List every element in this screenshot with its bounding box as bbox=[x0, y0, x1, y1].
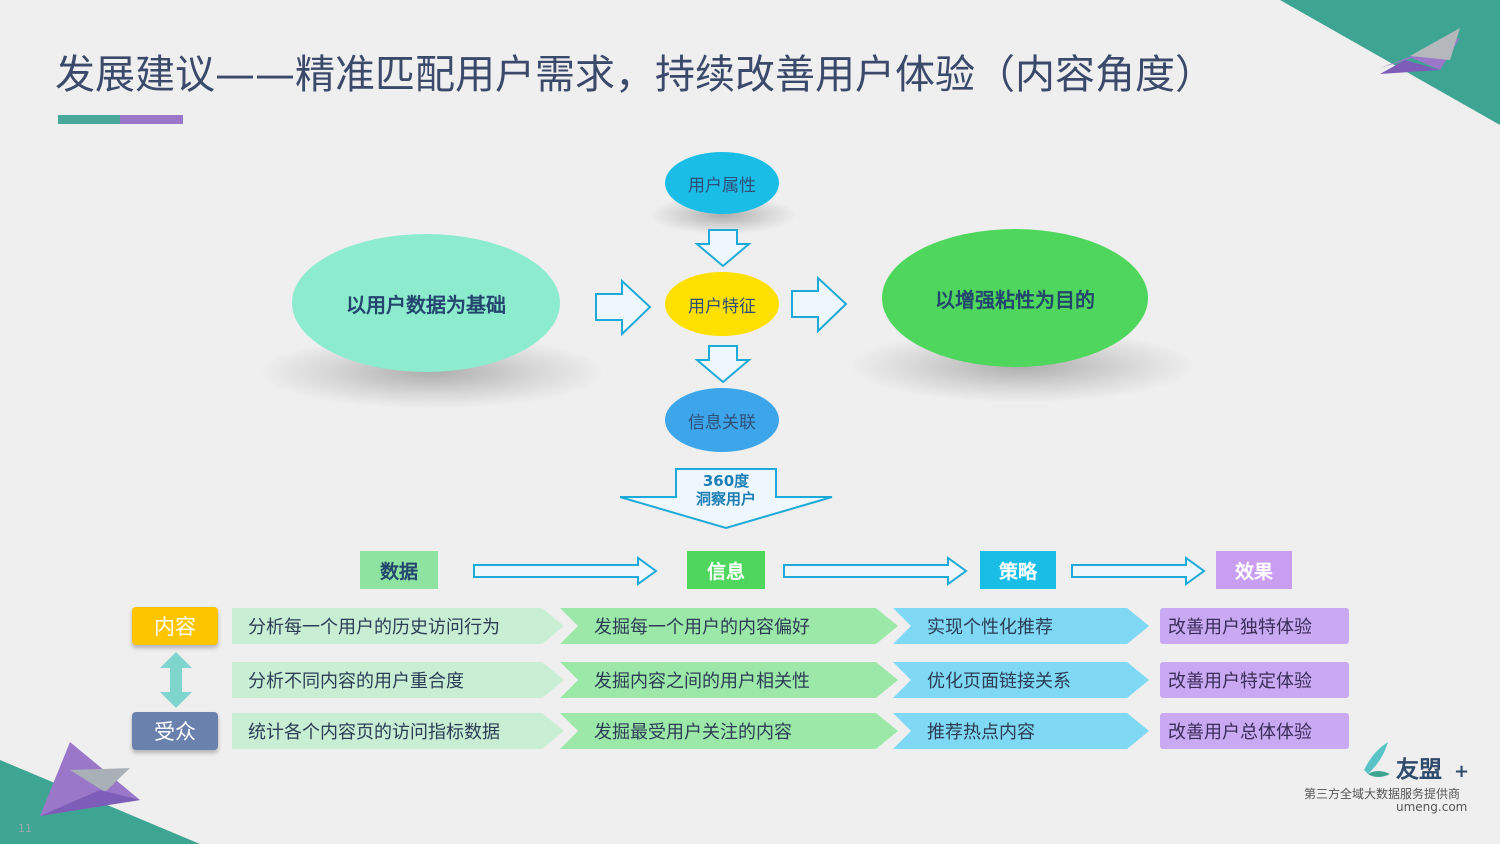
long-right-arrow-icon bbox=[1071, 556, 1206, 586]
insight-line-1: 360度 bbox=[702, 472, 750, 490]
table-cell: 改善用户独特体验 bbox=[1160, 608, 1349, 644]
user-feature-label: 用户特征 bbox=[688, 296, 756, 317]
insight-arrow-label: 360度 洞察用户 bbox=[660, 472, 792, 508]
table-cell-text: 发掘每一个用户的内容偏好 bbox=[594, 617, 810, 638]
step-effect-label: 效果 bbox=[1234, 560, 1273, 583]
page-number: 11 bbox=[18, 822, 32, 835]
step-data: 数据 bbox=[360, 551, 438, 589]
umeng-bird-logo-icon bbox=[1364, 742, 1390, 777]
umeng-plus: + bbox=[1454, 761, 1470, 782]
umeng-tagline: 第三方全域大数据服务提供商 bbox=[1304, 787, 1461, 801]
user-attribute-node: 用户属性 bbox=[665, 152, 779, 214]
info-association-label: 信息关联 bbox=[688, 412, 756, 433]
insight-line-2: 洞察用户 bbox=[695, 490, 756, 508]
table-cell-text: 分析不同内容的用户重合度 bbox=[248, 671, 464, 692]
user-data-basis-node: 以用户数据为基础 bbox=[292, 234, 560, 372]
title-accent-bar-purple bbox=[120, 115, 183, 124]
vertical-double-arrow-icon bbox=[160, 652, 192, 708]
title-accent-bar-teal bbox=[58, 115, 120, 124]
right-arrow-icon bbox=[791, 275, 848, 334]
table-cell: 优化页面链接关系 bbox=[893, 662, 1149, 698]
user-feature-node: 用户特征 bbox=[665, 272, 779, 336]
stickiness-goal-label: 以增强粘性为目的 bbox=[935, 287, 1095, 312]
table-cell-text: 改善用户独特体验 bbox=[1168, 617, 1312, 638]
umeng-logo-text: 友盟 + bbox=[1396, 750, 1469, 784]
long-right-arrow-icon bbox=[783, 556, 968, 586]
step-effect: 效果 bbox=[1216, 551, 1292, 589]
down-arrow-icon bbox=[694, 345, 752, 384]
table-cell: 改善用户总体体验 bbox=[1160, 713, 1349, 749]
content-tag-label: 内容 bbox=[154, 615, 196, 639]
audience-tag: 受众 bbox=[132, 712, 218, 750]
table-cell: 发掘每一个用户的内容偏好 bbox=[560, 608, 898, 644]
info-association-node: 信息关联 bbox=[665, 388, 779, 452]
insight-down-arrow bbox=[619, 468, 833, 530]
step-data-label: 数据 bbox=[379, 560, 418, 583]
table-cell-text: 改善用户特定体验 bbox=[1168, 671, 1312, 692]
table-cell: 分析每一个用户的历史访问行为 bbox=[232, 608, 564, 644]
top-right-decoration bbox=[1280, 0, 1500, 125]
umeng-name: 友盟 bbox=[1396, 757, 1442, 783]
table-cell-text: 统计各个内容页的访问指标数据 bbox=[248, 722, 500, 743]
bottom-left-decoration bbox=[0, 742, 200, 844]
stickiness-goal-node: 以增强粘性为目的 bbox=[882, 229, 1148, 367]
table-cell: 实现个性化推荐 bbox=[893, 608, 1149, 644]
table-cell: 分析不同内容的用户重合度 bbox=[232, 662, 564, 698]
table-cell: 发掘内容之间的用户相关性 bbox=[560, 662, 898, 698]
step-info-label: 信息 bbox=[706, 560, 745, 583]
table-cell-text: 推荐热点内容 bbox=[927, 722, 1035, 743]
user-attribute-label: 用户属性 bbox=[688, 175, 756, 196]
right-arrow-icon bbox=[595, 278, 652, 337]
content-tag: 内容 bbox=[132, 607, 218, 645]
step-strategy: 策略 bbox=[980, 551, 1056, 589]
table-cell-text: 发掘内容之间的用户相关性 bbox=[594, 671, 810, 692]
audience-tag-label: 受众 bbox=[154, 720, 196, 744]
table-cell: 推荐热点内容 bbox=[893, 713, 1149, 749]
step-strategy-label: 策略 bbox=[998, 560, 1037, 583]
table-cell-text: 优化页面链接关系 bbox=[927, 671, 1071, 692]
table-cell-text: 分析每一个用户的历史访问行为 bbox=[248, 617, 500, 638]
long-right-arrow-icon bbox=[473, 556, 658, 586]
table-cell-text: 发掘最受用户关注的内容 bbox=[594, 722, 792, 743]
umeng-url: umeng.com bbox=[1396, 800, 1468, 814]
down-arrow-icon bbox=[694, 229, 752, 268]
table-cell-text: 改善用户总体体验 bbox=[1168, 722, 1312, 743]
table-cell: 改善用户特定体验 bbox=[1160, 662, 1349, 698]
step-info: 信息 bbox=[687, 551, 765, 589]
table-cell: 发掘最受用户关注的内容 bbox=[560, 713, 898, 749]
table-cell-text: 实现个性化推荐 bbox=[927, 617, 1053, 638]
user-data-basis-label: 以用户数据为基础 bbox=[346, 292, 506, 317]
table-cell: 统计各个内容页的访问指标数据 bbox=[232, 713, 564, 749]
page-title: 发展建议——精准匹配用户需求，持续改善用户体验（内容角度） bbox=[55, 52, 1215, 98]
